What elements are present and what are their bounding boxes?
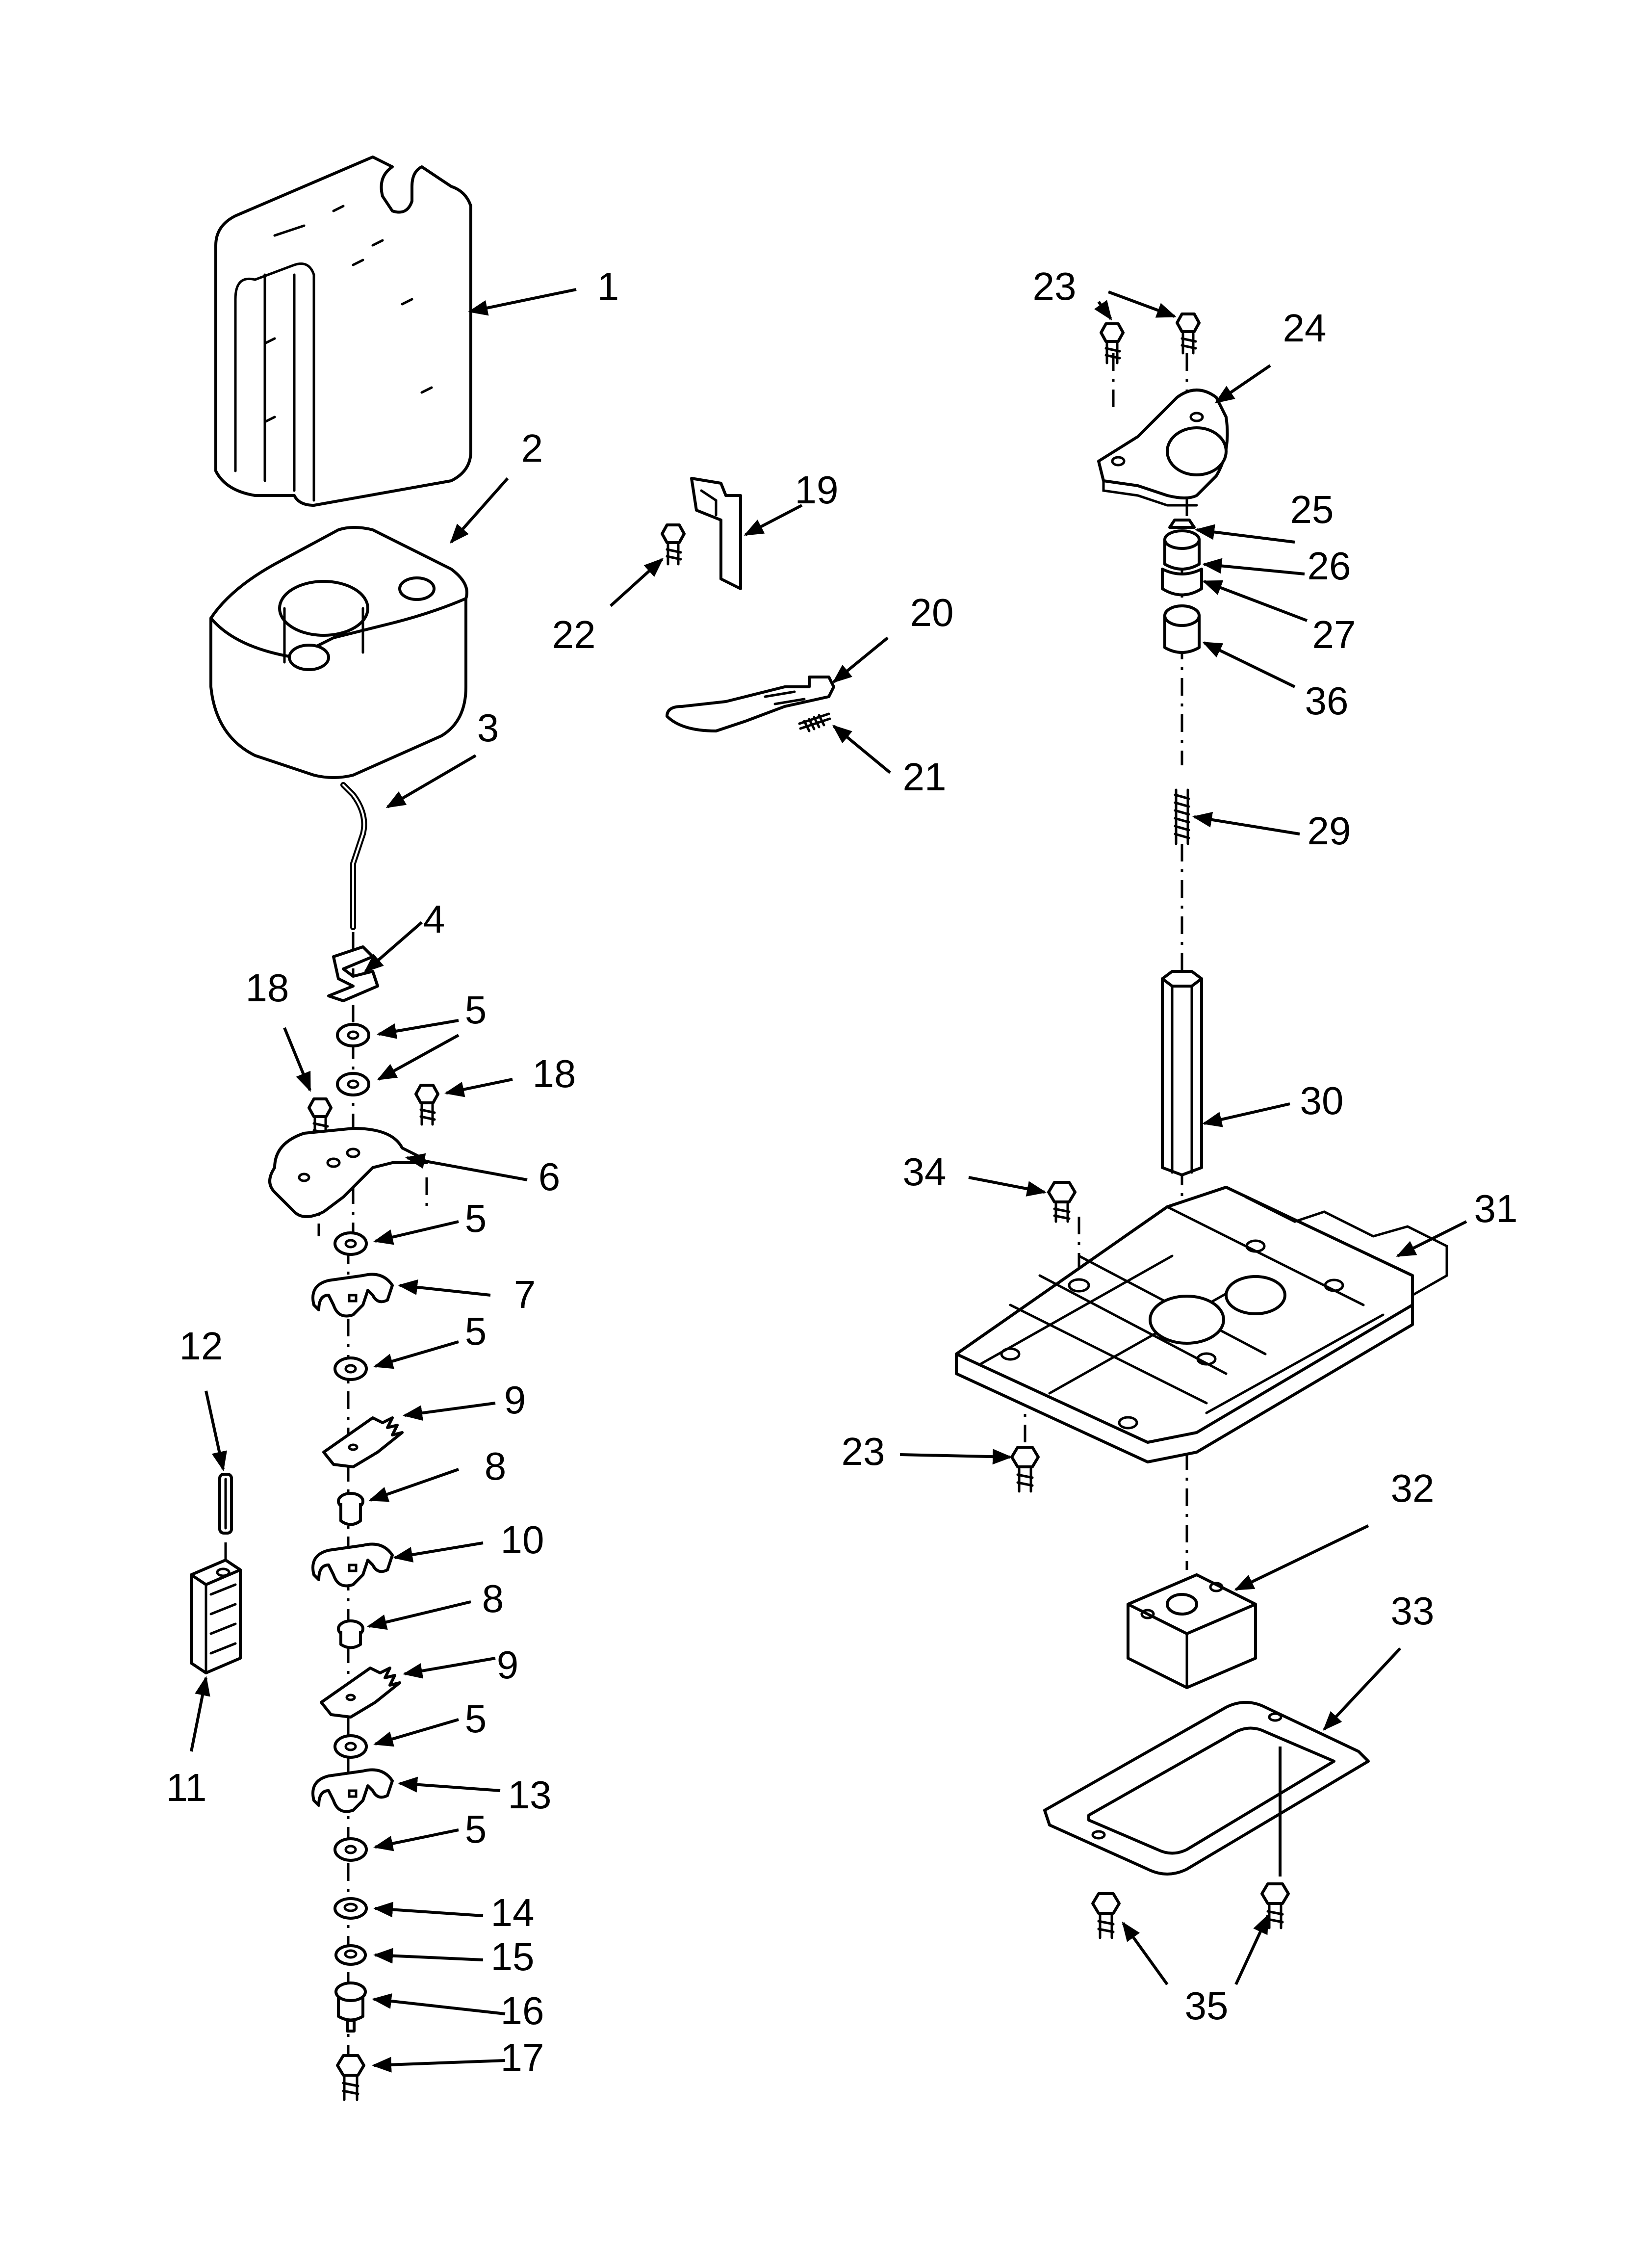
leader-lines [190, 288, 1467, 2073]
ice-bucket-part [209, 526, 468, 779]
callout-18b: 18 [533, 1052, 576, 1095]
washer-part-14 [334, 1897, 368, 1920]
mounting-plate-part [268, 1127, 428, 1218]
screw-part-18b [414, 1084, 439, 1126]
spacer-part-e [334, 1734, 368, 1759]
callout-26: 26 [1308, 544, 1351, 588]
block-part-11 [190, 1559, 242, 1674]
screw-part-17 [336, 2054, 365, 2101]
bearing-plate-part-24 [1097, 389, 1229, 507]
callout-12: 12 [180, 1324, 223, 1368]
screw-part-22 [661, 523, 686, 566]
spacer-part-c [334, 1231, 368, 1256]
callout-34: 34 [903, 1150, 947, 1194]
callout-21: 21 [903, 755, 947, 799]
callout-32: 32 [1391, 1466, 1435, 1510]
pin-part-12 [218, 1473, 233, 1535]
callout-35: 35 [1185, 1984, 1229, 2028]
ice-bin-container-part [214, 156, 472, 507]
callout-6: 6 [539, 1155, 561, 1199]
callout-17: 17 [501, 2035, 544, 2079]
callout-19: 19 [795, 468, 839, 512]
callout-30: 30 [1300, 1079, 1344, 1122]
sleeve-part-36 [1163, 604, 1201, 654]
callout-4: 4 [423, 897, 445, 941]
screw-part-35a [1091, 1892, 1121, 1939]
cam-part-10 [311, 1542, 394, 1588]
screw-part-23b [1176, 313, 1201, 355]
callout-2: 2 [521, 426, 543, 470]
callout-29: 29 [1308, 809, 1351, 853]
callout-5c: 5 [465, 1309, 487, 1353]
callout-8b: 8 [482, 1577, 504, 1620]
bushing-part-8a [337, 1492, 364, 1526]
callout-5a: 5 [465, 988, 487, 1032]
cam-part-7 [311, 1273, 394, 1318]
screw-part-35b [1260, 1882, 1290, 1929]
callout-5e: 5 [465, 1807, 487, 1851]
spacer-part-b [336, 1072, 370, 1096]
callout-27: 27 [1312, 613, 1356, 656]
screw-part-23c [1010, 1446, 1040, 1493]
callout-23a: 23 [1033, 264, 1077, 308]
spacer-part-a [336, 1023, 370, 1047]
drive-nut-part-16 [334, 1981, 367, 2033]
callout-3: 3 [477, 706, 499, 750]
callout-24: 24 [1283, 306, 1327, 350]
bearing-assembly-part-25-27 [1161, 519, 1203, 597]
callout-5b: 5 [465, 1197, 487, 1240]
callout-22: 22 [552, 613, 596, 656]
lever-part-20 [666, 676, 835, 732]
motor-part-32 [1127, 1573, 1257, 1689]
callout-33: 33 [1391, 1589, 1435, 1633]
callout-9b: 9 [497, 1643, 519, 1687]
callout-labels: 1 2 3 4 5 18 18 6 5 7 5 12 9 8 10 8 9 5 … [166, 264, 1517, 2079]
callout-5d: 5 [465, 1697, 487, 1741]
hex-shaft-part-30 [1161, 970, 1203, 1176]
callout-1: 1 [597, 264, 619, 308]
callout-15: 15 [491, 1935, 535, 1979]
callout-10: 10 [501, 1518, 544, 1562]
base-housing-part-31 [955, 1186, 1448, 1463]
cam-part-13 [311, 1768, 394, 1813]
callout-20: 20 [910, 591, 954, 634]
callout-13: 13 [508, 1773, 552, 1817]
blade-part-9a [322, 1416, 404, 1468]
cover-plate-part-33 [1043, 1701, 1370, 1876]
auger-rod-part [340, 782, 367, 930]
callout-9a: 9 [504, 1378, 526, 1422]
screw-part-18a [308, 1097, 333, 1140]
callout-25: 25 [1290, 488, 1334, 531]
washer-part-15 [334, 1944, 367, 1966]
callout-11: 11 [166, 1766, 206, 1809]
callout-36: 36 [1305, 679, 1349, 723]
bushing-part-8b [337, 1619, 364, 1649]
callout-31: 31 [1474, 1187, 1518, 1230]
bracket-part-19 [690, 477, 742, 590]
callout-16: 16 [501, 1989, 544, 2033]
callout-18a: 18 [246, 966, 289, 1010]
callout-7: 7 [514, 1273, 536, 1316]
spring-part-21 [798, 712, 831, 732]
callout-8a: 8 [485, 1444, 507, 1488]
callout-14: 14 [491, 1891, 535, 1934]
spring-part-29 [1174, 788, 1190, 845]
spacer-part-f [334, 1837, 368, 1862]
callout-23b: 23 [842, 1430, 885, 1473]
screw-part-34 [1047, 1181, 1077, 1223]
screw-part-23a [1100, 322, 1125, 365]
blade-part-9b [320, 1667, 401, 1719]
spacer-part-d [334, 1356, 368, 1381]
